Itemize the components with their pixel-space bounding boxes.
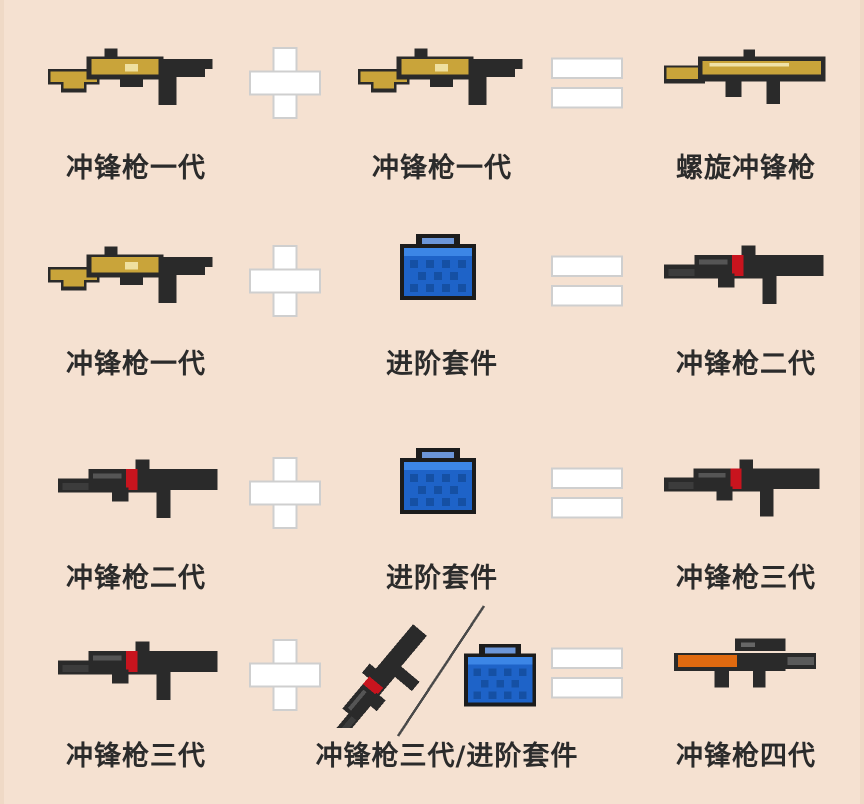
- black-red-smg-icon: [58, 452, 222, 528]
- blue-upgrade-kit-icon: [400, 232, 480, 306]
- gold-smg-icon: [358, 42, 538, 122]
- recipe-4-input-a-label: 冲锋枪三代: [66, 741, 206, 772]
- gold-smg-icon: [48, 42, 228, 122]
- blue-upgrade-kit-icon: [400, 446, 480, 520]
- recipe-3-result-label: 冲锋枪三代: [676, 563, 816, 594]
- blue-upgrade-kit-icon: [464, 642, 540, 712]
- equals-icon: [550, 466, 624, 520]
- plus-icon: [248, 456, 322, 530]
- plus-icon: [248, 244, 322, 318]
- black-red-smg-icon: [664, 238, 828, 314]
- recipe-4-result-label: 冲锋枪四代: [676, 741, 816, 772]
- black-red-smg-icon: [58, 634, 222, 710]
- recipe-2-input-a-label: 冲锋枪一代: [66, 349, 206, 380]
- equals-icon: [550, 646, 624, 700]
- recipe-3-input-b-label: 进阶套件: [386, 563, 498, 594]
- recipe-1-input-a-label: 冲锋枪一代: [66, 153, 206, 184]
- recipe-2-result-label: 冲锋枪二代: [676, 349, 816, 380]
- plus-icon: [248, 46, 322, 120]
- equals-icon: [550, 254, 624, 308]
- orange-scoped-smg-icon: [674, 628, 818, 700]
- equals-icon: [550, 56, 624, 110]
- recipe-1-input-b-label: 冲锋枪一代: [372, 153, 512, 184]
- recipe-4-input-b-label: 冲锋枪三代/进阶套件: [315, 741, 579, 772]
- black-red-smg-icon: [664, 452, 824, 526]
- gold-smg-icon: [48, 240, 228, 320]
- recipe-3-input-a-label: 冲锋枪二代: [66, 563, 206, 594]
- divider-slash: [392, 604, 488, 740]
- recipe-2-input-b-label: 进阶套件: [386, 349, 498, 380]
- recipe-1-result-label: 螺旋冲锋枪: [676, 153, 816, 184]
- spiral-smg-icon: [664, 42, 830, 116]
